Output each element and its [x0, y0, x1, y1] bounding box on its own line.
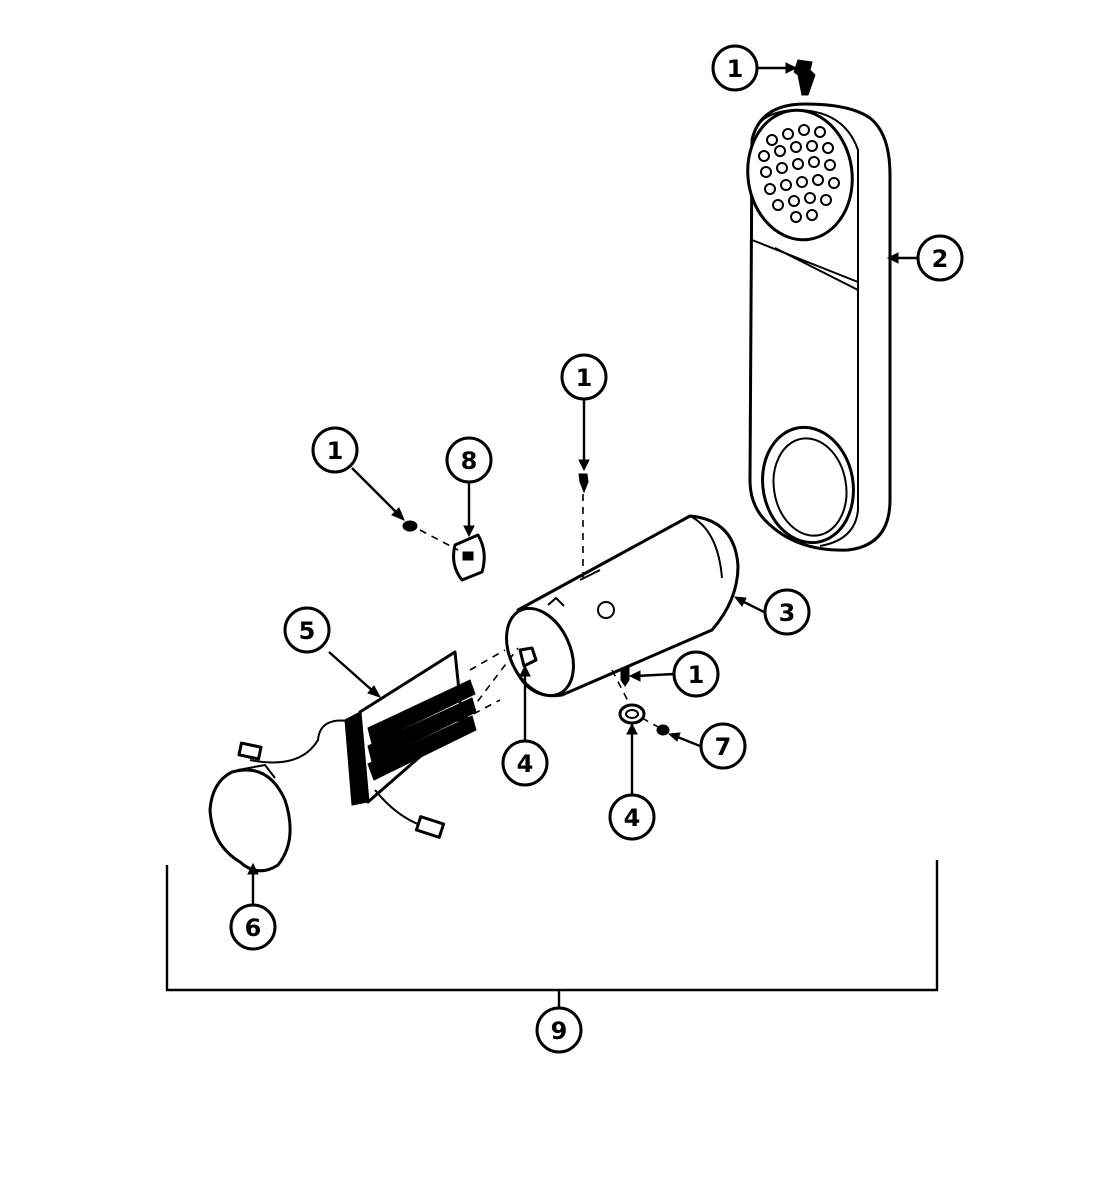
callout-6: 6 [229, 903, 277, 951]
screw-right [620, 667, 630, 687]
callout-7: 7 [699, 722, 747, 770]
screw-left [402, 520, 418, 532]
callout-8: 8 [445, 436, 493, 484]
callout-label: 9 [551, 1017, 568, 1045]
callout-label: 2 [932, 245, 949, 273]
callout-label: 1 [576, 364, 593, 392]
callout-label: 1 [688, 661, 705, 689]
callout-label: 4 [624, 804, 641, 832]
callout-1-right: 1 [672, 650, 720, 698]
callout-4-right: 4 [608, 793, 656, 841]
callout-label: 1 [327, 437, 344, 465]
leader-lines [247, 62, 917, 904]
heating-element [237, 650, 477, 839]
callout-4-center: 4 [501, 739, 549, 787]
callout-9: 9 [535, 1006, 583, 1054]
heater-housing [505, 514, 740, 698]
screw-mid [578, 473, 589, 494]
insulation-disc [208, 763, 292, 873]
nut-part [656, 724, 670, 736]
callout-1-mid: 1 [560, 353, 608, 401]
callout-label: 3 [779, 599, 796, 627]
callout-label: 8 [461, 447, 478, 475]
duct-cover-panel [746, 102, 892, 552]
kit-bracket [165, 860, 939, 1008]
callout-3: 3 [763, 588, 811, 636]
callout-2: 2 [916, 234, 964, 282]
thermostat-center [518, 646, 538, 668]
screw-top [793, 59, 816, 96]
thermostat-right [618, 703, 646, 725]
assembly-lines [419, 494, 661, 729]
clip-part [452, 533, 486, 582]
grille-holes [758, 124, 840, 223]
callout-label: 5 [299, 617, 316, 645]
callout-5: 5 [283, 606, 331, 654]
callout-1-left: 1 [311, 426, 359, 474]
callout-label: 4 [517, 750, 534, 778]
callout-label: 1 [727, 55, 744, 83]
callout-label: 6 [245, 914, 262, 942]
callout-label: 7 [715, 733, 732, 761]
callout-1-top: 1 [711, 44, 759, 92]
